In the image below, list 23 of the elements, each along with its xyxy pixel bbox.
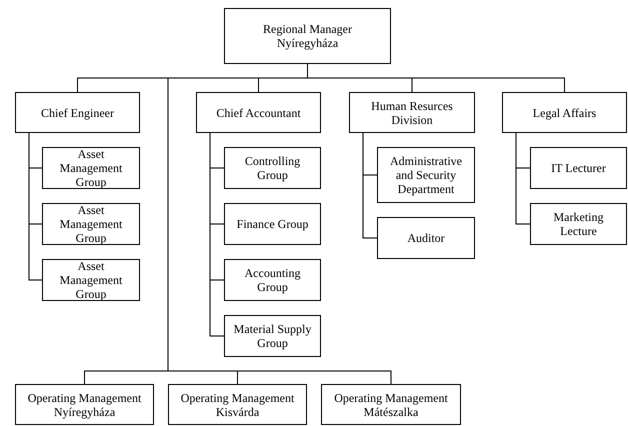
org-box: Accounting Group bbox=[224, 259, 321, 301]
org-box: Marketing Lecture bbox=[530, 203, 627, 245]
org-box: Asset Management Group bbox=[42, 259, 140, 301]
org-box: Operating Management Mátészalka bbox=[321, 384, 461, 425]
connector-line bbox=[516, 132, 530, 224]
org-box: Chief Engineer bbox=[15, 92, 140, 133]
org-box: Finance Group bbox=[224, 203, 321, 245]
org-box: Operating Management Nyíregyháza bbox=[15, 384, 154, 425]
org-box: Material Supply Group bbox=[224, 315, 321, 357]
org-box: Regional Manager Nyíregyháza bbox=[224, 8, 391, 64]
org-box: Legal Affairs bbox=[502, 92, 627, 133]
connector-line bbox=[28, 132, 42, 280]
org-box: Asset Management Group bbox=[42, 203, 140, 245]
org-box: Administrative and Security Department bbox=[377, 147, 475, 203]
org-box: Asset Management Group bbox=[42, 147, 140, 189]
org-box: Operating Management Kisvárda bbox=[168, 384, 307, 425]
connector-line bbox=[362, 132, 378, 238]
org-box: IT Lecturer bbox=[530, 147, 627, 189]
org-box: Chief Accountant bbox=[196, 92, 321, 133]
org-box: Auditor bbox=[377, 217, 475, 259]
org-box: Controlling Group bbox=[224, 147, 321, 189]
org-box: Human Resurces Division bbox=[349, 92, 475, 133]
connector-line bbox=[210, 132, 224, 336]
